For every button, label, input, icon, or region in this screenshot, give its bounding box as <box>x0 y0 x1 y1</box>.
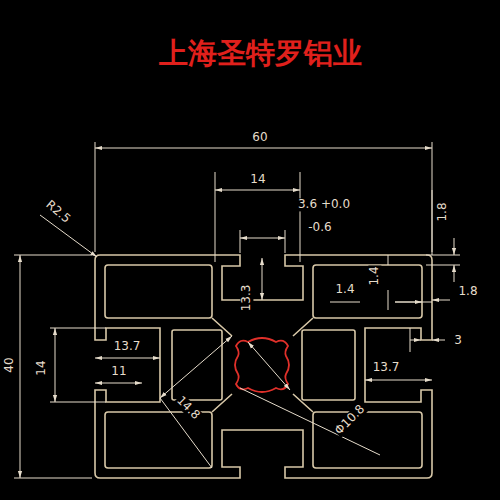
slot-dimension: 14 <box>249 173 266 186</box>
height-dimension: 40 <box>3 356 16 373</box>
diagonal-dimension: 14.8 <box>173 393 203 423</box>
wall-dimension: 1.4 <box>368 265 381 286</box>
depth-dimension: 13.7 <box>113 340 142 353</box>
slot-dimension: 14 <box>35 359 48 376</box>
title: 上海圣特罗铝业 <box>0 36 500 71</box>
diameter-dimension: Φ10.8 <box>332 402 368 438</box>
dimension-lines <box>14 142 460 478</box>
radius-dimension: R2.5 <box>42 197 73 226</box>
depth-dimension: 1.8 <box>436 201 449 222</box>
wall-dimension: 1.4 <box>334 283 355 296</box>
depth-dimension: 13.7 <box>372 361 401 374</box>
wall-dimension: 3 <box>453 334 463 347</box>
width-dimension: 60 <box>251 131 268 144</box>
depth-dimension: 11 <box>110 365 127 378</box>
depth-dimension: 13.3 <box>240 284 253 313</box>
wall-dimension: 1.8 <box>457 285 478 298</box>
profile-outline <box>95 255 432 478</box>
tolerance-dimension: -0.6 <box>307 221 332 234</box>
center-hole <box>235 338 289 392</box>
tolerance-dimension: 3.6 +0.0 <box>297 198 351 211</box>
